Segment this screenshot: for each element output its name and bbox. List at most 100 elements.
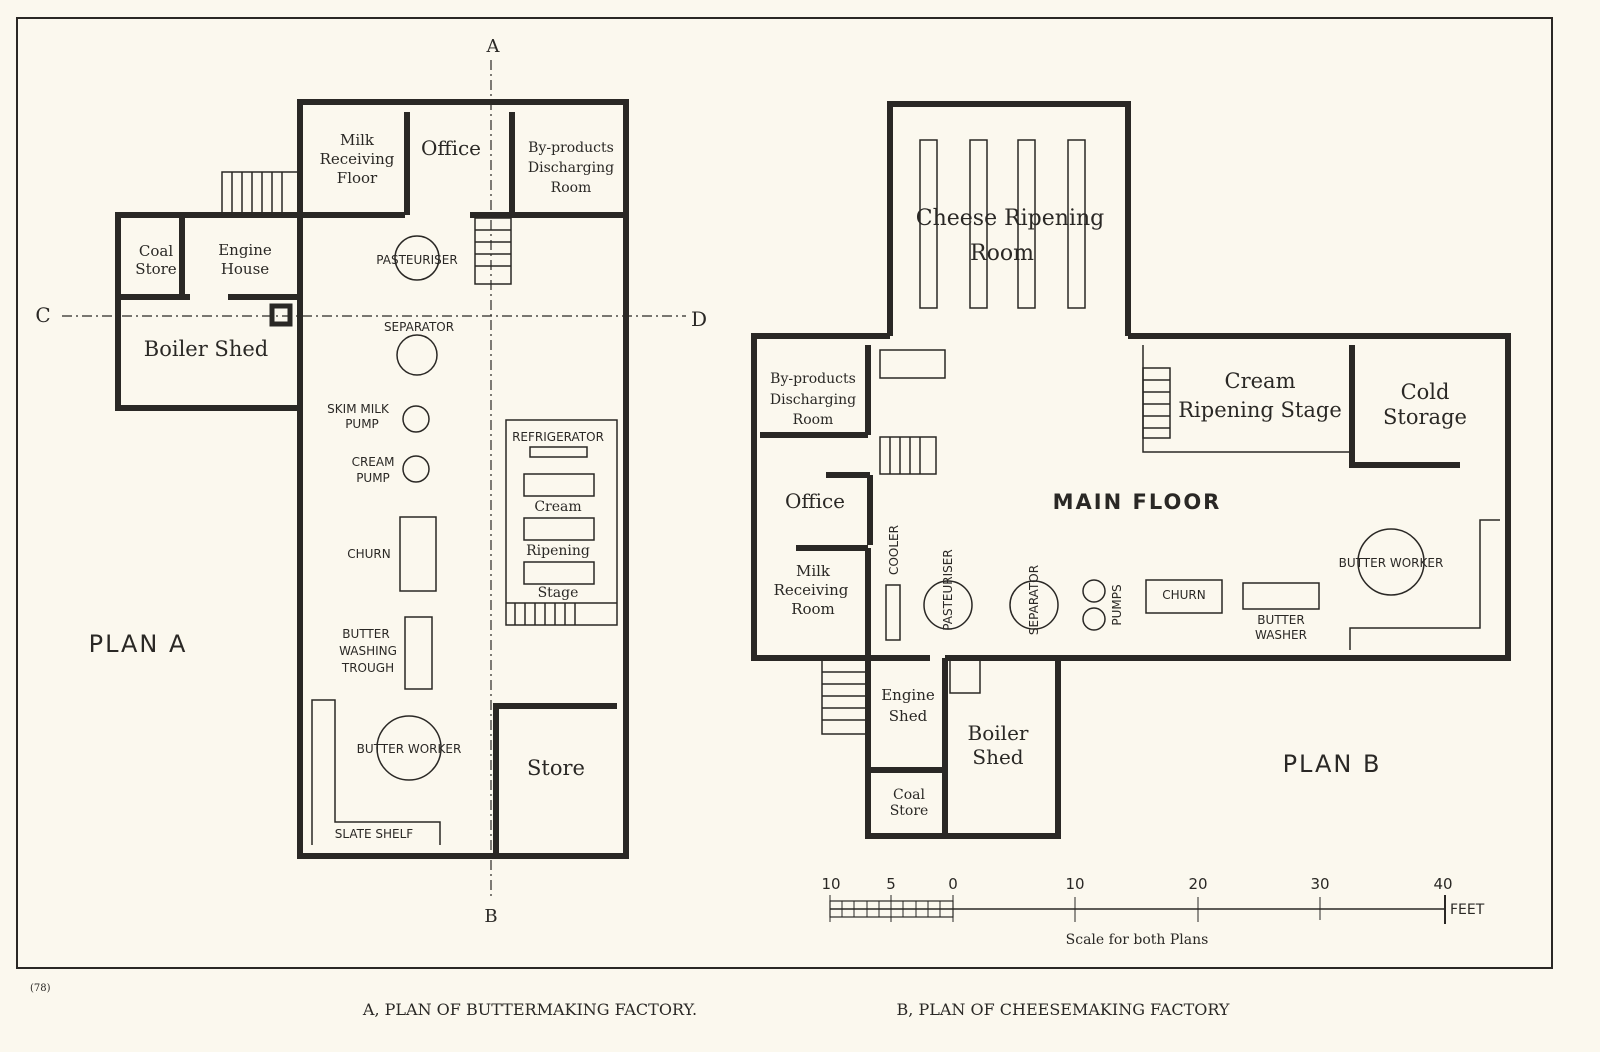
equipment-label: CHURN xyxy=(1162,588,1206,602)
room-label: Boiler xyxy=(968,721,1029,745)
equipment-label: TROUGH xyxy=(341,661,394,675)
scale-tick-label: 40 xyxy=(1433,875,1452,893)
chimney xyxy=(269,303,293,327)
room-label: Receiving xyxy=(320,150,395,168)
scale-tick-label: 10 xyxy=(1065,875,1084,893)
room-label: Room xyxy=(791,600,835,618)
equipment-label: PUMPS xyxy=(1110,584,1124,625)
room-label: Storage xyxy=(1383,405,1467,429)
cheese-racks xyxy=(919,139,1086,309)
pasteuriser-a xyxy=(394,235,440,281)
plan-a-title: PLAN A xyxy=(89,630,188,658)
equipment-label: BUTTER xyxy=(1257,613,1304,627)
equipment-label: PUMP xyxy=(356,471,390,485)
page-border xyxy=(16,17,1553,969)
room-label: By-products xyxy=(770,371,856,387)
room-label-boiler-shed: Boiler Shed xyxy=(144,337,268,361)
equipment-label: WASHER xyxy=(1255,628,1307,642)
plan-a: A B C D Milk Receiving Floor Office By-p… xyxy=(35,36,707,927)
refrigerator-area xyxy=(505,419,618,626)
equipment-label: SKIM MILK xyxy=(327,402,390,416)
equipment-label: BUTTER xyxy=(342,627,389,641)
section-label-c: C xyxy=(35,303,50,327)
room-label: Cream xyxy=(534,499,581,515)
section-label-b: B xyxy=(484,906,497,927)
room-label: Cold xyxy=(1401,380,1450,404)
room-label: Room xyxy=(970,241,1034,266)
plan-b: Cheese Ripening Room Cream Ripening Stag… xyxy=(751,101,1511,839)
equipment-label: PASTEURISER xyxy=(376,253,457,267)
scale-tick-label: 0 xyxy=(948,875,958,893)
room-label: Room xyxy=(551,180,592,196)
room-label: Room xyxy=(793,412,834,428)
separator-b xyxy=(1009,580,1059,630)
scale-tick-label: 10 xyxy=(821,875,840,893)
butter-washing-trough xyxy=(404,616,433,690)
equipment-label: SEPARATOR xyxy=(384,320,454,334)
equipment-label: WASHING xyxy=(339,644,397,658)
room-label-store: Store xyxy=(527,756,585,780)
section-label-a: A xyxy=(486,36,501,57)
pump xyxy=(1082,607,1106,631)
store-wall xyxy=(493,703,617,856)
scale-tick-label: 20 xyxy=(1188,875,1207,893)
scale-tick-label: 5 xyxy=(886,875,896,893)
room-label: Engine xyxy=(881,686,935,704)
churn-b xyxy=(1145,579,1223,614)
equipment-label: SLATE SHELF xyxy=(335,827,413,841)
caption-plan-b: B, PLAN OF CHEESEMAKING FACTORY xyxy=(897,1000,1230,1019)
plan-b-title: PLAN B xyxy=(1283,750,1382,778)
room-label: Shed xyxy=(889,707,928,725)
room-label: Ripening xyxy=(526,543,590,559)
plan-a-outer-wall xyxy=(297,99,629,859)
cheese-room-wall xyxy=(887,101,1131,336)
skim-milk-pump xyxy=(402,405,430,433)
room-label: Discharging xyxy=(528,160,614,176)
room-label: Shed xyxy=(972,745,1023,769)
plan-a-left-wing-wall xyxy=(115,212,300,411)
cream-pump xyxy=(402,455,430,483)
pump xyxy=(1082,579,1106,603)
equipment-label: PUMP xyxy=(345,417,379,431)
scale-bar: 10 5 0 10 20 30 40 FEET Scale for both P… xyxy=(821,875,1484,948)
equipment-label: CREAM xyxy=(352,455,395,469)
equipment-label: COOLER xyxy=(887,525,901,575)
room-label: House xyxy=(221,260,269,278)
room-label: Store xyxy=(890,803,929,819)
plan-b-east-wall xyxy=(945,333,1511,661)
section-label-d: D xyxy=(691,307,707,331)
caption-plan-a: A, PLAN OF BUTTERMAKING FACTORY. xyxy=(362,1000,697,1019)
slate-shelf xyxy=(311,699,441,845)
butter-washer xyxy=(1242,582,1320,610)
room-label: Engine xyxy=(218,241,272,259)
room-label: Coal xyxy=(893,787,925,803)
plan-b-stairs xyxy=(821,367,1171,735)
plan-a-stairs xyxy=(221,171,512,285)
room-label: Milk xyxy=(340,131,375,149)
room-label: Milk xyxy=(796,562,831,580)
scale-caption: Scale for both Plans xyxy=(1066,932,1209,948)
butter-worker-a xyxy=(376,715,442,781)
page-number: (78) xyxy=(30,983,51,994)
churn-a xyxy=(399,516,437,592)
scale-unit: FEET xyxy=(1450,902,1485,918)
equipment-label: SEPARATOR xyxy=(1027,565,1041,635)
separator-a xyxy=(396,334,438,376)
room-label: Stage xyxy=(538,585,579,601)
room-label: Cream xyxy=(1225,369,1296,393)
equipment-label: BUTTER WORKER xyxy=(357,742,462,756)
room-label-office: Office xyxy=(421,136,481,160)
room-label: Store xyxy=(135,260,177,278)
room-label-main-floor: MAIN FLOOR xyxy=(1053,490,1222,514)
scale-tick-label: 30 xyxy=(1310,875,1329,893)
room-label: By-products xyxy=(528,140,614,156)
plan-b-west-wall xyxy=(751,333,930,661)
cooler xyxy=(885,584,901,641)
room-label: Cheese Ripening xyxy=(916,206,1105,231)
room-label: Coal xyxy=(139,242,173,260)
room-label: Discharging xyxy=(770,392,856,408)
plan-b-south-wing-wall xyxy=(865,658,1061,839)
room-label-office: Office xyxy=(785,489,845,513)
cold-storage-wall xyxy=(1349,345,1460,468)
